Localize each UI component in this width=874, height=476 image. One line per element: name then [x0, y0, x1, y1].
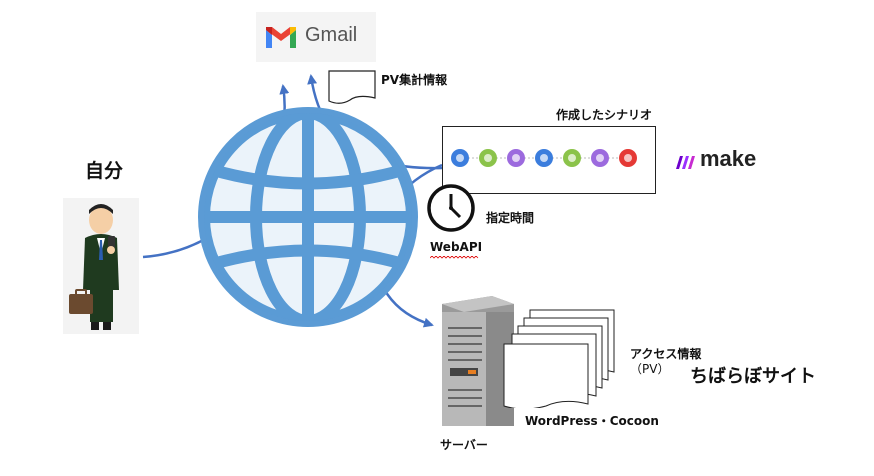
- module-glyph: [596, 154, 604, 162]
- document-stack-icon: [503, 309, 615, 408]
- self-label: 自分: [85, 160, 124, 182]
- webapi-label: WebAPI: [430, 240, 483, 254]
- spellcheck-underline: [430, 256, 479, 259]
- globe-icon: [198, 107, 418, 327]
- gmail-wordmark: Gmail: [305, 24, 358, 46]
- module-glyph: [540, 154, 548, 162]
- access-info-sub-label: （PV）: [630, 362, 670, 376]
- clock-icon: [427, 184, 475, 232]
- document-icon: [328, 70, 376, 104]
- make-wordmark: make: [700, 146, 757, 171]
- module-glyph: [484, 154, 492, 162]
- gmail-logo-icon: [266, 27, 296, 48]
- server-label: サーバー: [440, 438, 488, 452]
- module-glyph: [456, 154, 464, 162]
- businessman-illustration: [63, 198, 139, 334]
- server-icon: [442, 296, 514, 426]
- module-glyph: [568, 154, 576, 162]
- site-name-label: ちばらぼサイト: [690, 366, 816, 387]
- scenario-label: 作成したシナリオ: [556, 108, 653, 122]
- pv-summary-label: PV集計情報: [381, 73, 448, 87]
- access-info-label: アクセス情報: [630, 347, 702, 361]
- scheduled-time-label: 指定時間: [486, 211, 535, 225]
- make-logo-icon: [676, 156, 695, 169]
- module-glyph: [512, 154, 520, 162]
- scenario-flow: [451, 149, 637, 167]
- module-glyph: [624, 154, 632, 162]
- platform-label: WordPress・Cocoon: [525, 414, 659, 428]
